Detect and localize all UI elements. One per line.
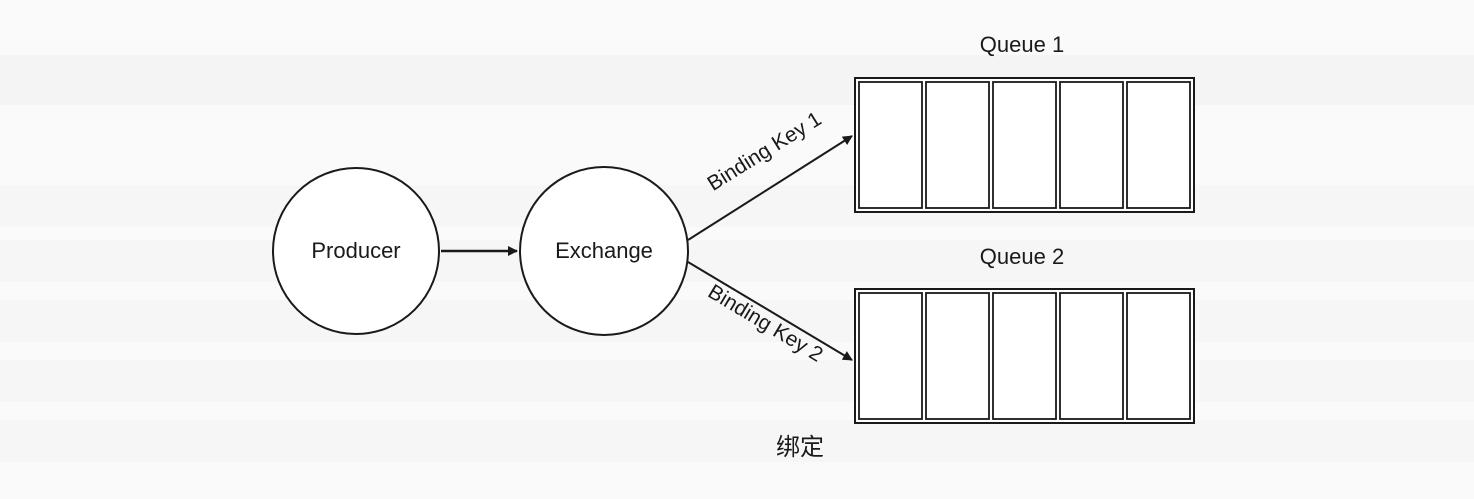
queue-2-title: Queue 2 bbox=[980, 244, 1064, 269]
binding-arrow-2 bbox=[687, 261, 853, 361]
exchange-label: Exchange bbox=[555, 238, 653, 263]
queue-2-cell bbox=[925, 292, 990, 420]
queue-2-cell bbox=[1126, 292, 1191, 420]
queue-1-cell bbox=[1126, 81, 1191, 209]
queue-1-cell bbox=[858, 81, 923, 209]
queue-2: Queue 2 bbox=[854, 244, 1195, 424]
background-bleed bbox=[0, 55, 1474, 462]
queue-1-cell bbox=[925, 81, 990, 209]
queue-1-cells bbox=[858, 81, 1191, 209]
queue-1: Queue 1 bbox=[854, 32, 1195, 213]
producer-label: Producer bbox=[311, 238, 400, 263]
queue-1-cell bbox=[992, 81, 1057, 209]
producer-node: Producer bbox=[272, 167, 440, 335]
queue-2-cells bbox=[858, 292, 1191, 420]
diagram-caption: 绑定 bbox=[776, 433, 824, 461]
binding-key-1-label: Binding Key 1 bbox=[704, 107, 826, 195]
queue-2-cell bbox=[858, 292, 923, 420]
queue-1-title: Queue 1 bbox=[980, 32, 1064, 57]
binding-arrow-1 bbox=[687, 135, 853, 241]
exchange-node: Exchange bbox=[519, 166, 689, 336]
queue-2-cell bbox=[1059, 292, 1124, 420]
queue-1-cell bbox=[1059, 81, 1124, 209]
queue-2-cell bbox=[992, 292, 1057, 420]
